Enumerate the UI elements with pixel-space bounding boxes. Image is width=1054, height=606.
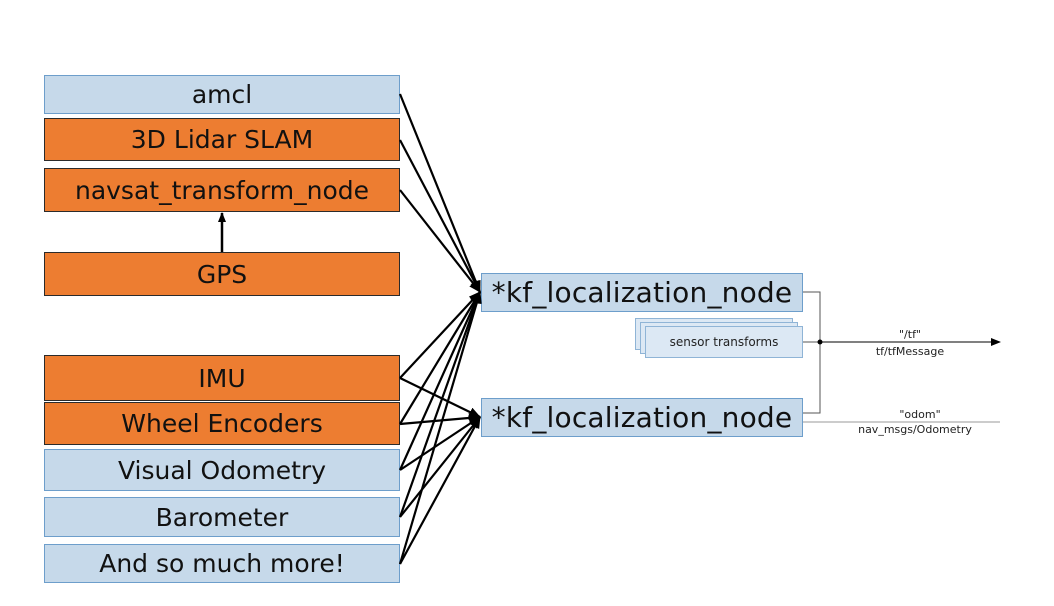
- input-label: Visual Odometry: [117, 455, 327, 485]
- input-3d-lidar-slam: 3D Lidar SLAM: [44, 118, 400, 161]
- global-node-inputs: [398, 93, 482, 565]
- input-label: Wheel Encoders: [121, 409, 323, 438]
- input-label: navsat_transform_node: [74, 175, 370, 205]
- input-gps: GPS: [44, 252, 400, 296]
- input-visual-odometry: Visual Odometry: [44, 449, 400, 491]
- input-label: amcl: [191, 80, 253, 109]
- tf-type-label: tf/tfMessage: [875, 345, 945, 358]
- input-barometer: Barometer: [44, 497, 400, 537]
- kf-localization-node-local: *kf_localization_node: [481, 398, 803, 437]
- kf-localization-node-global: *kf_localization_node: [481, 273, 803, 312]
- local-node-inputs: [399, 377, 481, 565]
- input-wheel-encoders: Wheel Encoders: [44, 402, 400, 445]
- sensor-transforms-label: sensor transforms: [669, 335, 779, 349]
- input-label: 3D Lidar SLAM: [130, 125, 314, 154]
- input-imu: IMU: [44, 355, 400, 401]
- input-navsat-transform-node: navsat_transform_node: [44, 168, 400, 212]
- odom-topic-label: "odom": [899, 408, 941, 421]
- input-label: GPS: [196, 259, 248, 289]
- node-label: *kf_localization_node: [491, 401, 793, 434]
- tf-output-lines: [803, 291, 821, 414]
- junction-dot: [817, 339, 823, 345]
- input-label: And so much more!: [99, 549, 345, 578]
- input-and-so-much-more: And so much more!: [44, 544, 400, 583]
- odom-type-label: nav_msgs/Odometry: [858, 423, 972, 436]
- tf-topic-label: "/tf": [898, 328, 921, 341]
- input-label: IMU: [198, 363, 246, 393]
- node-label: *kf_localization_node: [491, 276, 793, 309]
- input-label: Barometer: [155, 502, 289, 532]
- sensor-transforms-box: sensor transforms: [645, 326, 803, 358]
- input-amcl: amcl: [44, 75, 400, 114]
